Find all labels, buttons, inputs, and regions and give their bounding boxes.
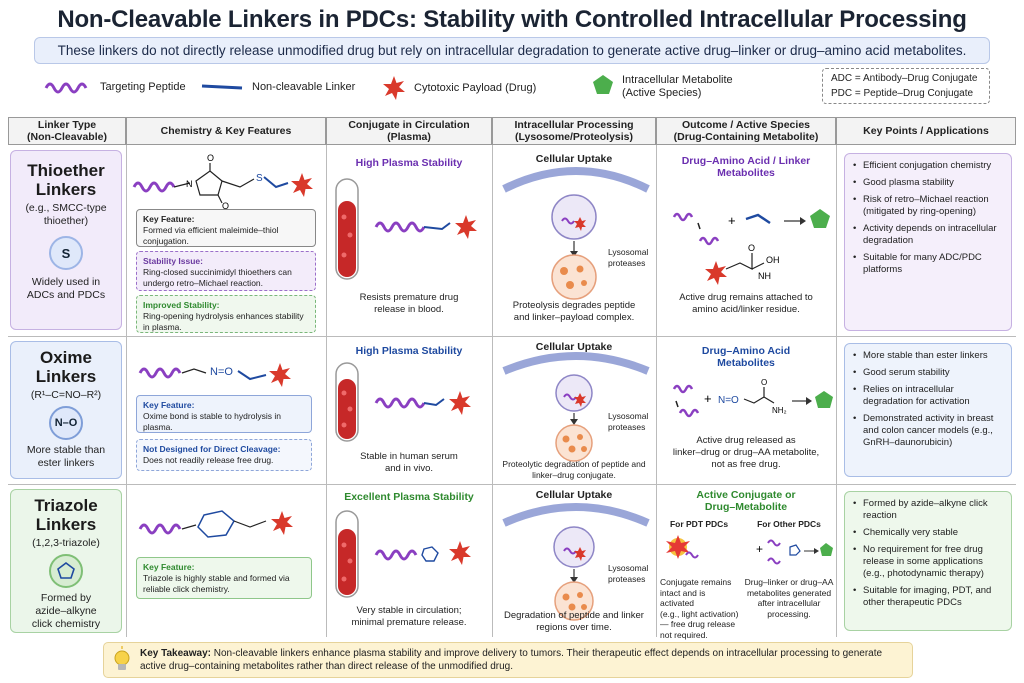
svg-text:O: O xyxy=(748,243,755,253)
oxime-key-feature-box: Key Feature:Oxime bond is stable to hydr… xyxy=(136,395,312,433)
triazole-outcome-diagram: + xyxy=(666,535,833,565)
sulfur-badge-icon: S xyxy=(49,236,83,270)
lightbulb-icon xyxy=(114,646,130,670)
svg-text:O: O xyxy=(761,378,767,387)
page-subtitle: These linkers do not directly release un… xyxy=(34,37,990,64)
takeaway-text: Non-cleavable linkers enhance plasma sta… xyxy=(140,648,883,672)
oxime-metabolite-diagram: + N=O O NH₂ xyxy=(672,378,833,418)
header-chemistry: Chemistry & Key Features xyxy=(126,117,326,145)
oxime-test-tube-icon xyxy=(335,362,471,442)
legend-payload-label: Cytotoxic Payload (Drug) xyxy=(414,82,537,94)
oxime-plasma-title: High Plasma Stability xyxy=(355,345,463,357)
legend-metabolite-line2: (Active Species) xyxy=(622,87,702,99)
triazole-key-feature-box: Key Feature:Triazole is highly stable an… xyxy=(136,557,312,599)
triazole-key-points: Formed by azide–alkyne click reaction Ch… xyxy=(844,491,1012,631)
legend-metabolite-line1: Intracellular Metabolite xyxy=(622,74,733,86)
thioether-stability-issue-box: Stability Issue:Ring-closed succinimidyl… xyxy=(136,251,316,291)
legend-linker-label: Non-cleavable Linker xyxy=(252,81,356,93)
page-title: Non-Cleavable Linkers in PDCs: Stability… xyxy=(57,6,967,33)
abbreviation-box: ADC = Antibody–Drug Conjugate PDC = Pept… xyxy=(822,68,990,104)
legend-metabolite: Intracellular Metabolite(Active Species) xyxy=(592,74,733,100)
triazole-other-label: For Other PDCs xyxy=(757,519,821,529)
svg-text:NH₂: NH₂ xyxy=(772,406,787,415)
payload-icon xyxy=(383,76,405,100)
thioether-key-feature-box: Key Feature:Formed via efficient maleimi… xyxy=(136,209,316,247)
thioether-structure-diagram: O O N S xyxy=(132,153,313,211)
svg-text:N=O: N=O xyxy=(210,366,233,378)
legend-peptide: Targeting Peptide xyxy=(44,80,186,94)
legend-payload: Cytotoxic Payload (Drug) xyxy=(382,76,536,100)
header-linker-type: Linker Type(Non-Cleavable) xyxy=(8,117,126,145)
thioether-improved-stability-box: Improved Stability:Ring-opening hydrolys… xyxy=(136,295,316,333)
svg-text:+: + xyxy=(728,213,736,228)
oxime-key-points: More stable than ester linkers Good seru… xyxy=(844,343,1012,477)
oxime-cell-diagram xyxy=(502,352,650,462)
oxime-not-designed-box: Not Designed for Direct Cleavage:Does no… xyxy=(136,439,312,471)
linker-icon xyxy=(201,84,243,90)
triazole-plasma-title: Excellent Plasma Stability xyxy=(344,491,474,503)
thioether-cell-diagram xyxy=(502,167,650,300)
triazole-card: Triazole Linkers (1,2,3-triazole) Formed… xyxy=(10,489,122,633)
svg-text:N: N xyxy=(186,179,193,189)
key-takeaway: Key Takeaway: Non-cleavable linkers enha… xyxy=(103,642,913,678)
thioether-title: Thioether xyxy=(27,161,105,180)
oxime-uptake-title: Cellular Uptake xyxy=(535,341,613,353)
triazole-plasma-text: Very stable in circulation;minimal prema… xyxy=(351,605,467,628)
svg-text:+: + xyxy=(756,542,763,556)
oxime-card: Oxime Linkers (R¹–C=NO–R²) N–O More stab… xyxy=(10,341,122,479)
svg-text:N=O: N=O xyxy=(718,395,739,406)
thioether-metabolite-diagram: + O OH NH xyxy=(672,209,830,285)
comparison-table: Linker Type(Non-Cleavable) Chemistry & K… xyxy=(8,117,1016,640)
header-circulation: Conjugate in Circulation(Plasma) xyxy=(326,117,492,145)
svg-text:OH: OH xyxy=(766,255,780,265)
thioether-plasma-title: High Plasma Stability xyxy=(355,157,463,169)
metabolite-icon xyxy=(593,75,613,94)
triazole-uptake-title: Cellular Uptake xyxy=(535,489,613,501)
legend-linker: Non-cleavable Linker xyxy=(200,80,355,94)
oxime-badge-icon: N–O xyxy=(49,406,83,440)
legend-peptide-label: Targeting Peptide xyxy=(100,81,186,93)
triazole-title: Triazole xyxy=(34,496,98,515)
thioether-key-points: Efficient conjugation chemistry Good pla… xyxy=(844,153,1012,331)
peptide-icon xyxy=(44,82,88,94)
svg-text:O: O xyxy=(222,201,229,211)
thioether-test-tube-icon xyxy=(335,178,477,280)
header-processing: Intracellular Processing(Lysosome/Proteo… xyxy=(492,117,656,145)
header-outcome: Outcome / Active Species(Drug-Containing… xyxy=(656,117,836,145)
oxime-title: Oxime xyxy=(40,348,92,367)
svg-text:+: + xyxy=(704,391,712,406)
triazole-ring-icon xyxy=(49,554,83,588)
svg-text:O: O xyxy=(207,153,214,163)
svg-text:NH: NH xyxy=(758,271,771,281)
triazole-structure-diagram xyxy=(138,510,293,538)
header-key-points: Key Points / Applications xyxy=(836,117,1016,145)
triazole-cell-diagram xyxy=(502,503,650,621)
takeaway-label: Key Takeaway: xyxy=(140,648,211,659)
svg-text:S: S xyxy=(256,173,263,184)
oxime-structure-diagram: N=O xyxy=(138,363,291,387)
abbr-pdc: PDC = Peptide–Drug Conjugate xyxy=(831,88,974,99)
thioether-uptake-title: Cellular Uptake xyxy=(535,153,613,165)
triazole-test-tube-icon xyxy=(335,510,471,598)
abbr-adc: ADC = Antibody–Drug Conjugate xyxy=(831,73,978,84)
triazole-pdt-label: For PDT PDCs xyxy=(669,519,729,529)
legend: Targeting Peptide Non-cleavable Linker C… xyxy=(0,72,1024,110)
